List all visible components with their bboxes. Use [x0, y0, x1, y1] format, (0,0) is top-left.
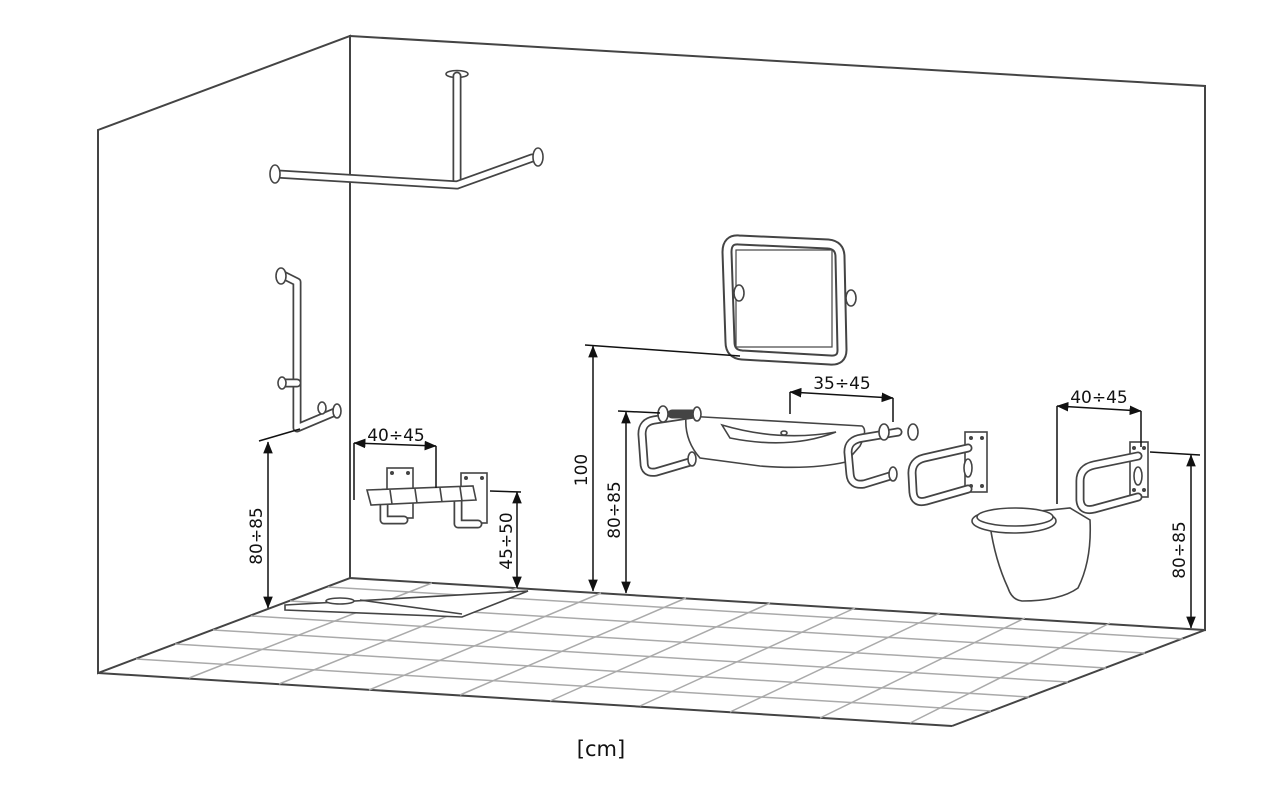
floor-tiles	[135, 582, 1184, 724]
dim-wc-rail-spacing: 40÷45	[1056, 388, 1142, 504]
folding-grab-rail	[907, 431, 988, 507]
dim-seat-height: 45÷50	[489, 490, 522, 589]
shower-grab-bar	[275, 267, 342, 433]
mirror-height-label: 100	[572, 454, 592, 486]
dim-seat-depth: 40÷45	[353, 426, 437, 500]
basin-right-rail	[843, 423, 919, 489]
seat-height-label: 45÷50	[497, 512, 517, 570]
toilet-grab-rail	[1075, 441, 1149, 515]
wc-rail-height-label: 80÷85	[1170, 521, 1190, 579]
dim-shower-rail-height: 80÷85	[247, 428, 301, 609]
basin-rail-height-label: 80÷85	[605, 481, 625, 539]
dim-basin-rail-spacing: 35÷45	[789, 374, 894, 422]
tilting-mirror	[721, 234, 857, 366]
shower-curtain-rail	[269, 69, 544, 190]
washbasin	[684, 415, 866, 469]
basin-rail-spacing-label: 35÷45	[813, 374, 871, 394]
room-walls	[97, 34, 1206, 727]
shower-rail-height-label: 80÷85	[247, 507, 267, 565]
dim-mirror-height: 100	[572, 344, 741, 592]
wc-rail-spacing-label: 40÷45	[1070, 388, 1128, 408]
dim-basin-rail-height: 80÷85	[605, 410, 661, 594]
basin-left-rail	[637, 405, 702, 477]
wall-hung-toilet	[971, 507, 1092, 602]
dim-wc-rail-height: 80÷85	[1149, 451, 1201, 629]
shower-tray	[284, 590, 529, 618]
unit-label: [cm]	[577, 737, 625, 761]
shower-seat	[365, 467, 488, 529]
seat-depth-label: 40÷45	[367, 426, 425, 446]
